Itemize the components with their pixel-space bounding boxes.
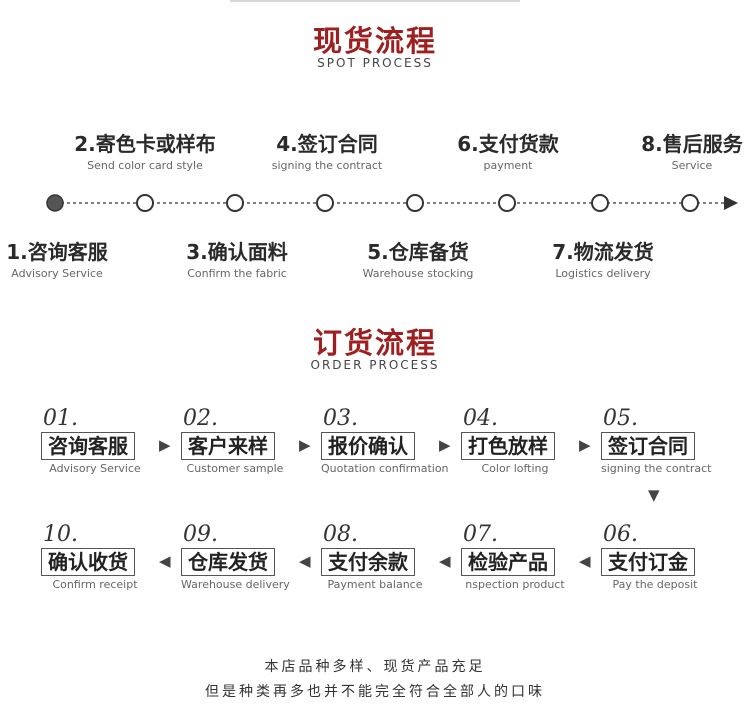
triangle-right-icon: ▶ [579,436,591,454]
order-step-sublabel: Quotation confirmation [321,462,449,475]
order-step-number: 02. [183,406,218,431]
spot-step-label: 8.售后服务 [641,132,743,156]
timeline-node-5 [406,194,424,212]
order-step-sublabel: Payment balance [327,578,423,591]
order-process-title: 订货流程 [312,326,437,360]
spot-process-timeline [46,194,738,212]
spot-step-sublabel: Confirm the fabric [187,267,287,280]
spot-step-6: 6.支付货款 payment [408,128,608,172]
order-step-06: 06. 支付订金 Pay the deposit [601,524,750,591]
triangle-right-icon: ▶ [299,436,311,454]
order-step-sublabel: Pay the deposit [612,578,698,591]
order-step-04: 04. 打色放样 Color lofting [461,408,611,475]
order-step-label: 签订合同 [601,432,695,460]
order-step-label: 检验产品 [461,548,555,576]
spot-process-title: 现货流程 [312,24,437,58]
triangle-left-icon: ◀ [159,552,171,570]
order-step-label: 客户来样 [181,432,275,460]
order-step-sublabel: Customer sample [186,462,284,475]
order-step-02: 02. 客户来样 Customer sample [181,408,331,475]
spot-step-2: 2.寄色卡或样布 Send color card style [45,128,245,172]
spot-step-label: 3.确认面料 [186,240,288,264]
order-step-number: 06. [603,522,638,547]
order-step-05: 05. 签订合同 signing the contract [601,408,750,475]
order-step-number: 10. [43,522,78,547]
order-step-label: 报价确认 [321,432,415,460]
timeline-node-3 [226,194,244,212]
timeline-arrow-icon [724,196,738,210]
timeline-node-4 [316,194,334,212]
order-process-subtitle: ORDER PROCESS [310,358,440,372]
order-step-sublabel: Warehouse delivery [181,578,290,591]
order-step-label: 支付订金 [601,548,695,576]
spot-step-7: 7.物流发货 Logistics delivery [503,236,703,280]
triangle-left-icon: ◀ [579,552,591,570]
spot-step-sublabel: Advisory Service [11,267,103,280]
order-step-number: 07. [463,522,498,547]
order-step-07: 07. 检验产品 nspection product [461,524,611,591]
order-step-sublabel: nspection product [465,578,565,591]
order-step-09: 09. 仓库发货 Warehouse delivery [181,524,331,591]
spot-step-sublabel: Service [671,159,713,172]
spot-step-1: 1.咨询客服 Advisory Service [0,236,157,280]
order-step-number: 09. [183,522,218,547]
order-step-sublabel: Color lofting [481,462,549,475]
spot-step-label: 6.支付货款 [457,132,559,156]
order-step-sublabel: Advisory Service [49,462,141,475]
order-step-number: 08. [323,522,358,547]
spot-step-8: 8.售后服务 Service [592,128,750,172]
order-step-sublabel: signing the contract [601,462,712,475]
spot-step-label: 7.物流发货 [552,240,654,264]
triangle-down-icon: ▼ [648,486,660,504]
timeline-node-1 [46,194,64,212]
timeline-node-7 [591,194,609,212]
spot-step-3: 3.确认面料 Confirm the fabric [137,236,337,280]
order-step-label: 确认收货 [41,548,135,576]
order-step-number: 01. [43,406,78,431]
order-step-label: 仓库发货 [181,548,275,576]
order-step-label: 打色放样 [461,432,555,460]
triangle-left-icon: ◀ [439,552,451,570]
top-divider [230,0,520,2]
order-step-label: 支付余款 [321,548,415,576]
timeline-node-2 [136,194,154,212]
spot-process-subtitle: SPOT PROCESS [317,56,433,70]
order-step-10: 10. 确认收货 Confirm receipt [41,524,191,591]
triangle-left-icon: ◀ [299,552,311,570]
spot-step-label: 1.咨询客服 [6,240,108,264]
spot-step-sublabel: payment [483,159,533,172]
order-step-label: 咨询客服 [41,432,135,460]
order-step-08: 08. 支付余款 Payment balance [321,524,471,591]
order-step-sublabel: Confirm receipt [52,578,138,591]
spot-step-sublabel: Send color card style [87,159,203,172]
timeline-node-8 [681,194,699,212]
spot-step-label: 2.寄色卡或样布 [74,132,216,156]
footer-line-1: 本店品种多样、现货产品充足 [264,659,486,675]
order-step-03: 03. 报价确认 Quotation confirmation [321,408,471,475]
spot-step-5: 5.仓库备货 Warehouse stocking [318,236,518,280]
spot-step-4: 4.签订合同 signing the contract [227,128,427,172]
timeline-node-6 [498,194,516,212]
triangle-right-icon: ▶ [439,436,451,454]
spot-step-sublabel: Warehouse stocking [362,267,474,280]
spot-step-label: 5.仓库备货 [367,240,469,264]
footer-line-2: 但是种类再多也并不能完全符合全部人的口味 [205,684,545,700]
order-step-number: 03. [323,406,358,431]
spot-step-sublabel: signing the contract [271,159,383,172]
triangle-right-icon: ▶ [159,436,171,454]
spot-step-sublabel: Logistics delivery [555,267,651,280]
spot-step-label: 4.签订合同 [276,132,378,156]
order-step-number: 04. [463,406,498,431]
order-step-number: 05. [603,406,638,431]
order-step-01: 01. 咨询客服 Advisory Service [41,408,191,475]
